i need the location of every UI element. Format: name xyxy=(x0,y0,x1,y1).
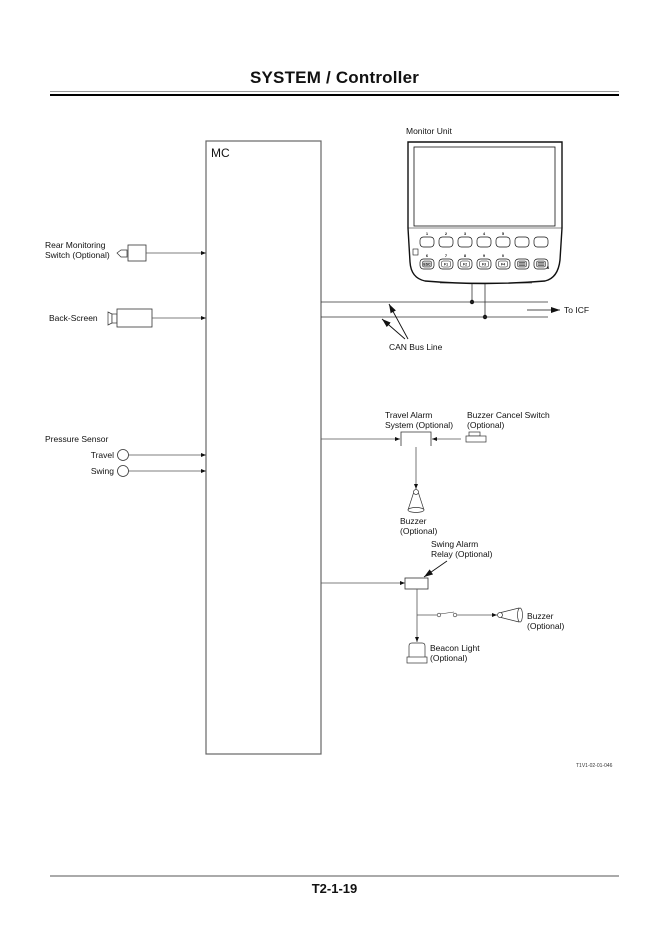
travel-alarm-system: Travel Alarm System (Optional) xyxy=(321,410,461,489)
monitor-key-face xyxy=(460,260,470,268)
travel-alarm-label-2: System (Optional) xyxy=(385,420,453,430)
can-bus-label: CAN Bus Line xyxy=(389,342,443,352)
monitor-key-top-7[interactable] xyxy=(533,236,549,248)
can-bus-lines: To ICF CAN Bus Line xyxy=(321,301,589,352)
buzzer-2-label-2: (Optional) xyxy=(527,621,564,631)
travel-buzzer: Buzzer (Optional) xyxy=(400,489,437,536)
buzzer-icon xyxy=(413,489,419,495)
page-title: SYSTEM / Controller xyxy=(249,68,420,87)
beacon-light: Beacon Light (Optional) xyxy=(406,642,480,664)
monitor-key-top-3[interactable] xyxy=(457,236,473,248)
switch-button-icon xyxy=(468,431,481,437)
figure-id: T1V1-02-01-046 xyxy=(576,763,613,769)
monitor-key-face xyxy=(422,260,432,268)
monitor-key-number: 4 xyxy=(483,231,486,236)
swing-relay-label-1: Swing Alarm xyxy=(431,539,478,549)
beacon-light-icon xyxy=(408,642,426,657)
mc-controller-block: MC xyxy=(205,140,322,755)
swing-alarm-relay: Swing Alarm Relay (Optional) xyxy=(321,539,497,642)
monitor-key-number: 2 xyxy=(445,231,448,236)
travel-alarm-label-1: Travel Alarm xyxy=(385,410,432,420)
menu-icon xyxy=(519,262,525,266)
display-switch-icon xyxy=(538,262,544,266)
monitor-screen xyxy=(413,146,556,227)
rear-monitoring-switch: Rear Monitoring Switch (Optional) xyxy=(45,240,206,262)
swing-label: Swing xyxy=(91,466,114,476)
monitor-key-number: 8 xyxy=(464,253,467,258)
monitor-key-top-6[interactable] xyxy=(514,236,530,248)
camera-icon xyxy=(116,249,128,258)
monitor-key-number: 9 xyxy=(483,253,486,258)
monitor-key-number: 1 xyxy=(426,231,429,236)
header-rule-thick xyxy=(50,94,619,96)
beacon-light-label-1: Beacon Light xyxy=(430,643,480,653)
beacon-light-label-2: (Optional) xyxy=(430,653,467,663)
monitor-key-top-1[interactable] xyxy=(419,236,435,248)
monitor-key-label: F3 xyxy=(482,263,486,267)
monitor-key-face xyxy=(441,260,451,268)
monitor-top-keys: 1 2 3 4 5 xyxy=(419,231,549,248)
monitor-key-face xyxy=(479,260,489,268)
monitor-key-top-5[interactable] xyxy=(495,236,511,248)
swing-sensor-icon xyxy=(117,465,129,477)
buzzer-cancel-switch: Buzzer Cancel Switch (Optional) xyxy=(465,410,550,443)
rear-monitoring-label-1: Rear Monitoring xyxy=(45,240,106,250)
swing-buzzer: Buzzer (Optional) xyxy=(497,607,564,631)
monitor-unit-label: Monitor Unit xyxy=(406,126,452,136)
monitor-key-number: 7 xyxy=(445,253,448,258)
monitor-key-top-4[interactable] xyxy=(476,236,492,248)
camera-lens-icon xyxy=(107,311,113,326)
buzzer-cancel-label-2: (Optional) xyxy=(467,420,504,430)
buzzer-1-label-2: (Optional) xyxy=(400,526,437,536)
mc-label: MC xyxy=(211,146,230,160)
monitor-key-number: 3 xyxy=(464,231,467,236)
monitor-key-top-2[interactable] xyxy=(438,236,454,248)
monitor-key-number: 0 xyxy=(502,253,505,258)
travel-sensor-icon xyxy=(117,449,129,461)
travel-label: Travel xyxy=(91,450,114,460)
buzzer-2-label-1: Buzzer xyxy=(527,611,554,621)
monitor-key-label: F1 xyxy=(444,263,448,267)
pressure-sensor-label: Pressure Sensor xyxy=(45,434,108,444)
swing-relay-label-2: Relay (Optional) xyxy=(431,549,493,559)
buzzer-cancel-label-1: Buzzer Cancel Switch xyxy=(467,410,550,420)
footer-rule xyxy=(50,875,619,877)
buzzer-1-label-1: Buzzer xyxy=(400,516,427,526)
monitor-key-label: ESC xyxy=(423,263,431,267)
to-icf-label: To ICF xyxy=(564,305,589,315)
pressure-sensor-group: Pressure Sensor Travel Swing xyxy=(45,434,206,477)
rear-monitoring-label-2: Switch (Optional) xyxy=(45,250,110,260)
header-rule-thin xyxy=(50,91,619,92)
monitor-key-label: F4 xyxy=(501,263,505,267)
indicator-icon xyxy=(412,248,419,256)
monitor-key-number: 6 xyxy=(426,253,429,258)
back-screen-camera: Back-Screen xyxy=(49,308,206,328)
page-number: T2-1-19 xyxy=(311,881,358,896)
buzzer-icon xyxy=(497,612,503,618)
monitor-key-label: F2 xyxy=(463,263,467,267)
back-screen-label: Back-Screen xyxy=(49,313,98,323)
monitor-small-mark: 8 xyxy=(547,265,550,270)
monitor-key-face xyxy=(498,260,508,268)
monitor-key-number: 5 xyxy=(502,231,505,236)
switch-contact-icon xyxy=(436,612,442,618)
